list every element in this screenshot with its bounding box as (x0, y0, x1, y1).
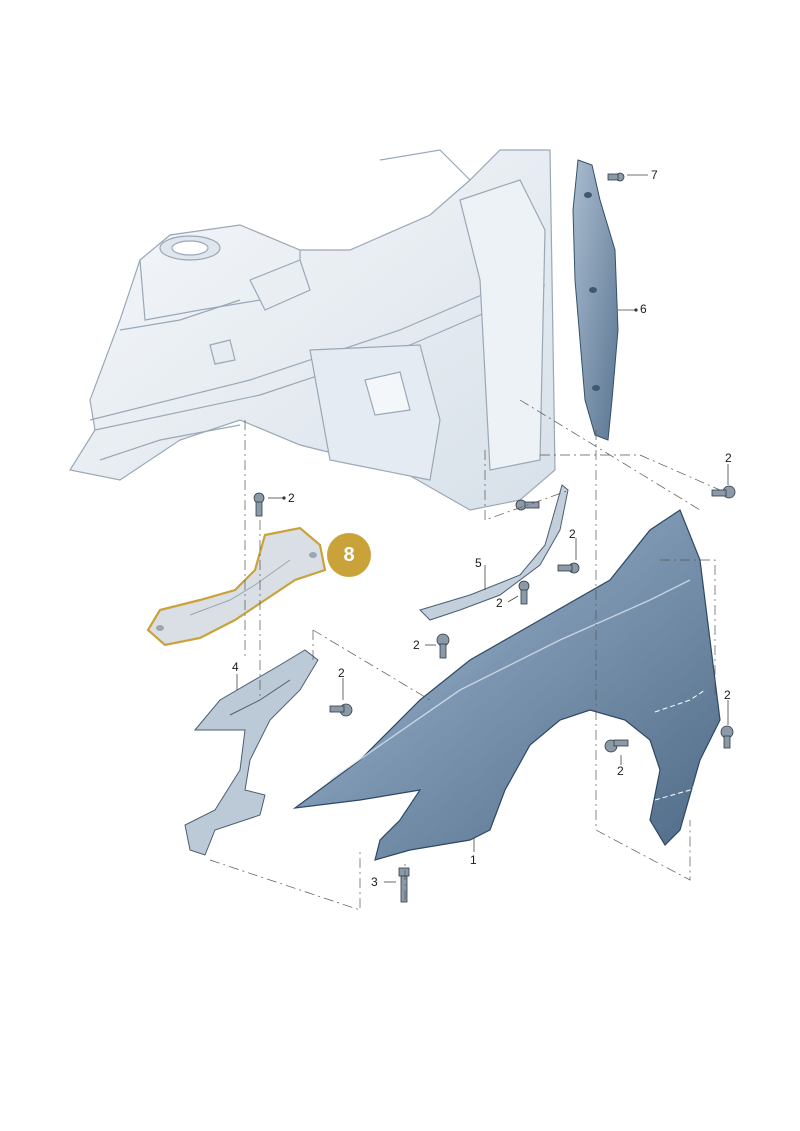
bolt-icon (557, 562, 580, 574)
callout-label: 2 (569, 527, 576, 541)
callout-label: 2 (338, 666, 345, 680)
assembly-lines (209, 399, 721, 911)
bolt-icon (518, 580, 530, 605)
part-8-bracket[interactable] (146, 526, 327, 647)
callout-label: 1 (470, 853, 477, 867)
callout-label: 3 (371, 875, 378, 889)
callout-label: 2 (725, 451, 732, 465)
bolt-icon (398, 867, 410, 903)
bolt-icon (329, 703, 353, 717)
bolt-icon (604, 739, 629, 753)
fasteners (253, 172, 736, 903)
part-6-liner[interactable] (572, 159, 619, 441)
callout-label: 7 (651, 168, 658, 182)
callout-label: 2 (288, 491, 295, 505)
highlight-badge: 8 (327, 533, 371, 577)
bolt-icon (711, 485, 736, 499)
callout-label: 2 (496, 596, 503, 610)
bolt-icon (720, 725, 734, 749)
part-5-bracket[interactable] (419, 484, 569, 621)
callout-label: 2 (413, 638, 420, 652)
callout-label: 2 (617, 764, 624, 778)
callout-label: 6 (640, 302, 647, 316)
part-1-fender[interactable] (292, 509, 721, 861)
callout-label: 5 (475, 556, 482, 570)
bolt-icon (436, 633, 450, 659)
callout-label: 2 (724, 688, 731, 702)
bolt-icon (253, 492, 265, 517)
clip-icon (607, 172, 625, 182)
callout-label: 4 (232, 660, 239, 674)
leader-dots (282, 308, 638, 500)
part-4-bracket[interactable] (184, 649, 319, 856)
bolt-icon (515, 499, 540, 511)
body-structure (69, 149, 556, 511)
leader-lines (236, 174, 729, 883)
